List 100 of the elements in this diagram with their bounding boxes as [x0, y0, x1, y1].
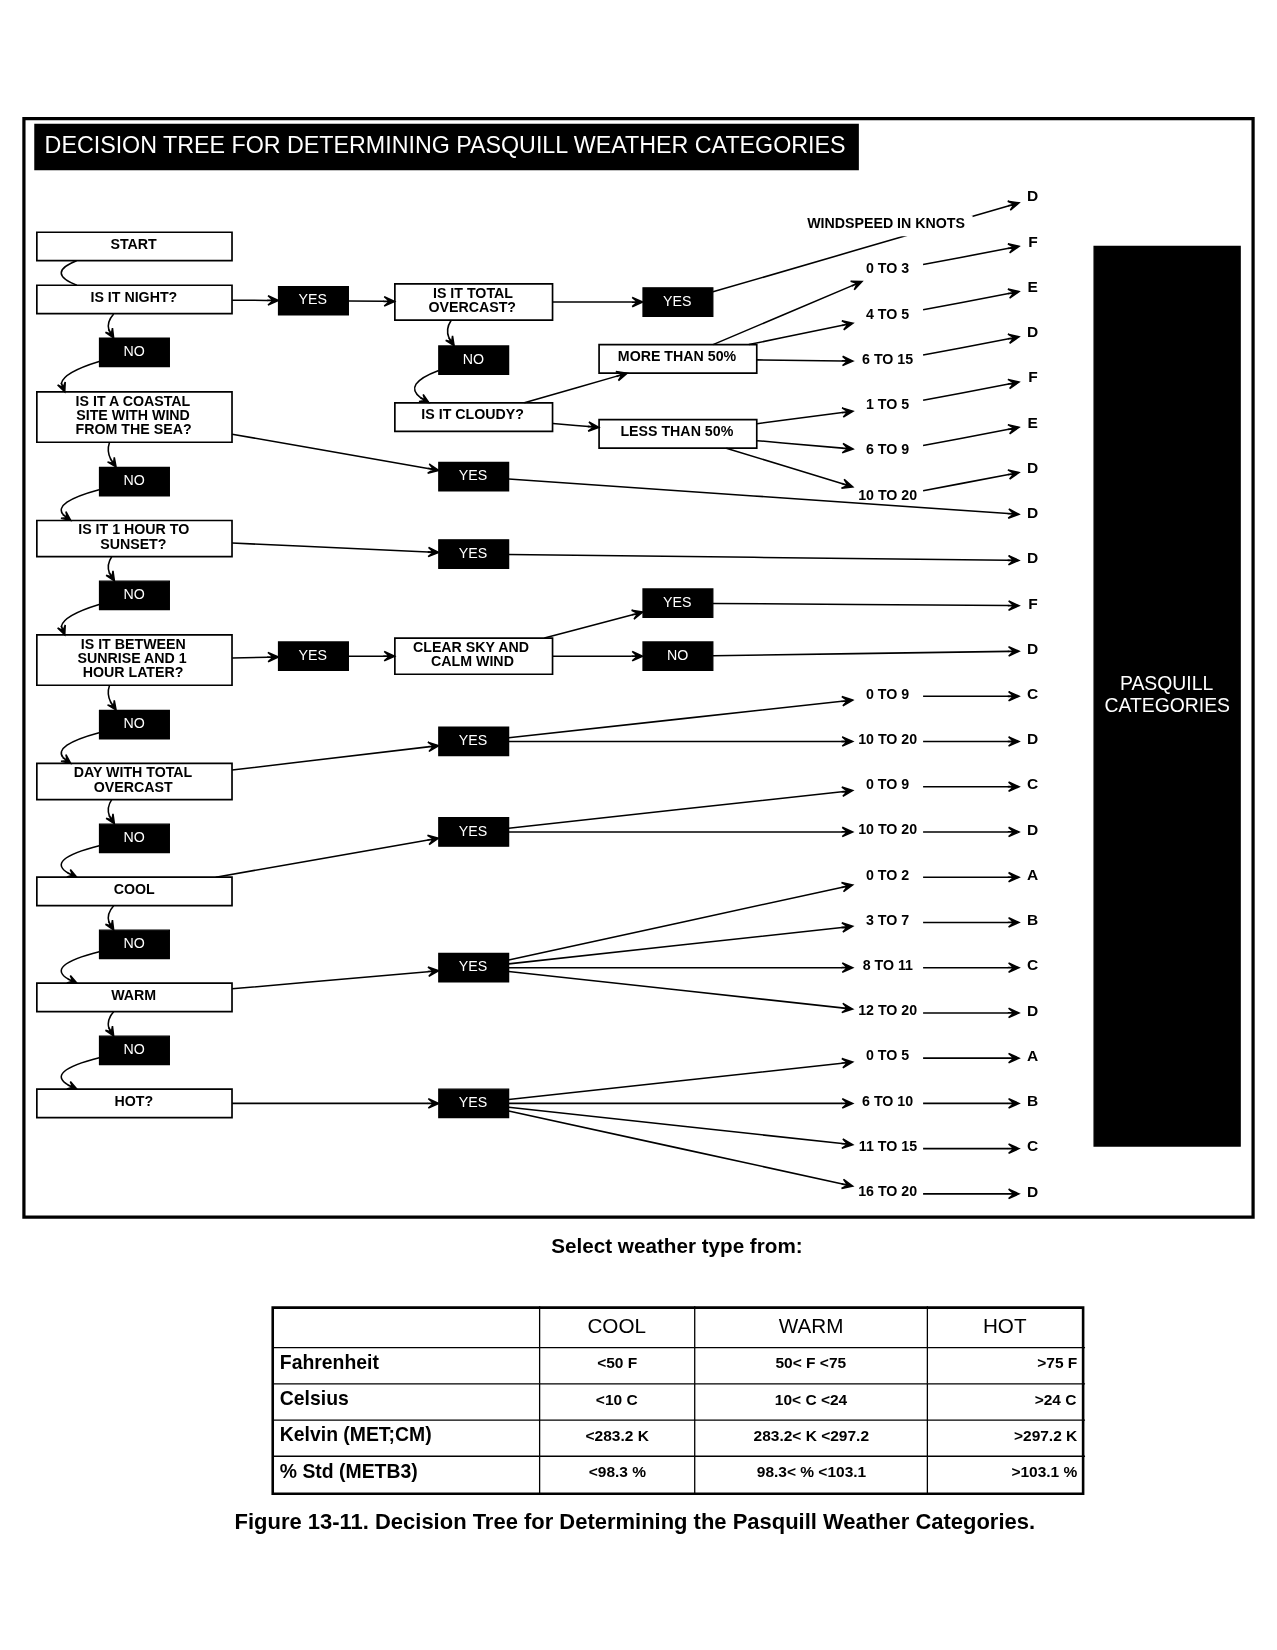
- label: >24 C: [1034, 1390, 1077, 1408]
- arrow: [922, 1187, 1020, 1199]
- arrow: [712, 599, 1020, 611]
- node-text: B: [1026, 1091, 1039, 1109]
- node-text: D: [1026, 639, 1039, 657]
- arrow: [231, 541, 440, 557]
- node-text: D: [1026, 322, 1039, 340]
- arrow: [922, 1097, 1020, 1109]
- arrow: [231, 1097, 440, 1109]
- node-box: LESS THAN 50%: [598, 418, 758, 449]
- arrow: [507, 735, 854, 747]
- node-text: D: [1026, 1001, 1039, 1019]
- node-text: D: [1026, 503, 1039, 521]
- label: <283.2 K: [585, 1426, 649, 1444]
- label: HOT: [982, 1313, 1027, 1337]
- arrow: [922, 287, 1020, 311]
- arrow: [507, 1097, 854, 1109]
- arrow: [725, 446, 854, 489]
- node-box: YES: [438, 461, 510, 491]
- node-box: IS IT A COASTAL SITE WITH WIND FROM THE SEA?: [36, 390, 233, 443]
- node-box: YES: [438, 952, 510, 983]
- label: Select weather type from:: [551, 1233, 803, 1257]
- node-text: 8 TO 11: [862, 956, 914, 973]
- arrow: [552, 296, 644, 307]
- node-text: 6 TO 15: [862, 350, 914, 367]
- arrow: [922, 1142, 1020, 1154]
- arrow: [922, 735, 1020, 747]
- node-box: YES: [438, 538, 510, 569]
- node-box: YES: [277, 285, 349, 316]
- node-text: 4 TO 5: [865, 305, 910, 322]
- arrow: [922, 780, 1020, 792]
- node-text: F: [1028, 593, 1038, 611]
- arrow: [922, 468, 1020, 492]
- node-text: 3 TO 7: [865, 911, 910, 928]
- label: <50 F: [597, 1353, 638, 1371]
- node-box: WARM: [36, 981, 233, 1012]
- node-box: NO: [98, 466, 170, 497]
- node-text: 10 TO 20: [858, 486, 918, 503]
- node-text: A: [1026, 865, 1039, 883]
- label: >75 F: [1037, 1353, 1078, 1371]
- arrow: [756, 439, 854, 454]
- node-text: 16 TO 20: [858, 1182, 918, 1199]
- node-text: E: [1027, 277, 1038, 295]
- label: 10< C <24: [774, 1390, 848, 1408]
- node-text: C: [1026, 684, 1039, 702]
- node-text: 0 TO 5: [865, 1046, 910, 1063]
- arrow: [756, 355, 854, 366]
- node-text: C: [1026, 955, 1039, 973]
- arrow: [347, 650, 396, 662]
- node-box: NO: [98, 580, 170, 610]
- node-text: D: [1026, 458, 1039, 476]
- arrow: [507, 695, 854, 738]
- node-text: D: [1026, 1182, 1039, 1200]
- node-box: IS IT NIGHT?: [36, 283, 233, 314]
- node-box: YES: [438, 726, 510, 756]
- arrow: [507, 961, 854, 973]
- label: Kelvin (MET;CM): [279, 1422, 432, 1445]
- node-box: DAY WITH TOTAL OVERCAST: [36, 762, 233, 800]
- node-text: E: [1027, 413, 1038, 431]
- arrow: [231, 432, 440, 474]
- arrow: [756, 406, 854, 424]
- label: <10 C: [595, 1390, 638, 1408]
- connector: [60, 259, 78, 286]
- arrow: [922, 916, 1020, 928]
- arrow: [507, 1057, 854, 1100]
- arrow: [922, 242, 1020, 265]
- arrow: [507, 970, 854, 1013]
- arrow: [922, 378, 1020, 401]
- node-text: 0 TO 9: [865, 685, 910, 702]
- label: % Std (METB3): [279, 1459, 418, 1482]
- node-text: 0 TO 3: [865, 259, 910, 276]
- arrow: [507, 826, 854, 837]
- node-box: NO: [642, 640, 714, 671]
- arrow: [231, 740, 440, 771]
- arrow: [231, 651, 280, 663]
- arrow: [922, 332, 1020, 356]
- label: 98.3< % <103.1: [756, 1462, 867, 1480]
- arrow: [748, 319, 854, 345]
- arrow: [922, 961, 1020, 973]
- arrow: [922, 690, 1020, 702]
- arrow: [507, 785, 854, 829]
- node-text: D: [1026, 820, 1039, 838]
- arrow: [507, 1105, 854, 1149]
- node-box: NO: [98, 1035, 170, 1065]
- label: 283.2< K <297.2: [753, 1426, 870, 1444]
- node-box: HOT?: [36, 1087, 233, 1118]
- node-box: NO: [98, 929, 170, 959]
- label: >103.1 %: [1011, 1462, 1078, 1480]
- node-text: 0 TO 9: [865, 775, 910, 792]
- node-box: YES: [438, 1088, 510, 1118]
- arrow: [347, 295, 396, 307]
- node-box: IS IT BETWEEN SUNRISE AND 1 HOUR LATER?: [36, 633, 233, 686]
- node-box: PASQUILL CATEGORIES: [1093, 245, 1241, 1147]
- arrow: [507, 1109, 854, 1189]
- node-text: 6 TO 10: [862, 1092, 914, 1109]
- node-box: MORE THAN 50%: [598, 343, 758, 374]
- arrow: [507, 881, 854, 961]
- arrow: [60, 731, 100, 764]
- node-text: D: [1026, 548, 1039, 566]
- node-box: YES: [277, 640, 349, 671]
